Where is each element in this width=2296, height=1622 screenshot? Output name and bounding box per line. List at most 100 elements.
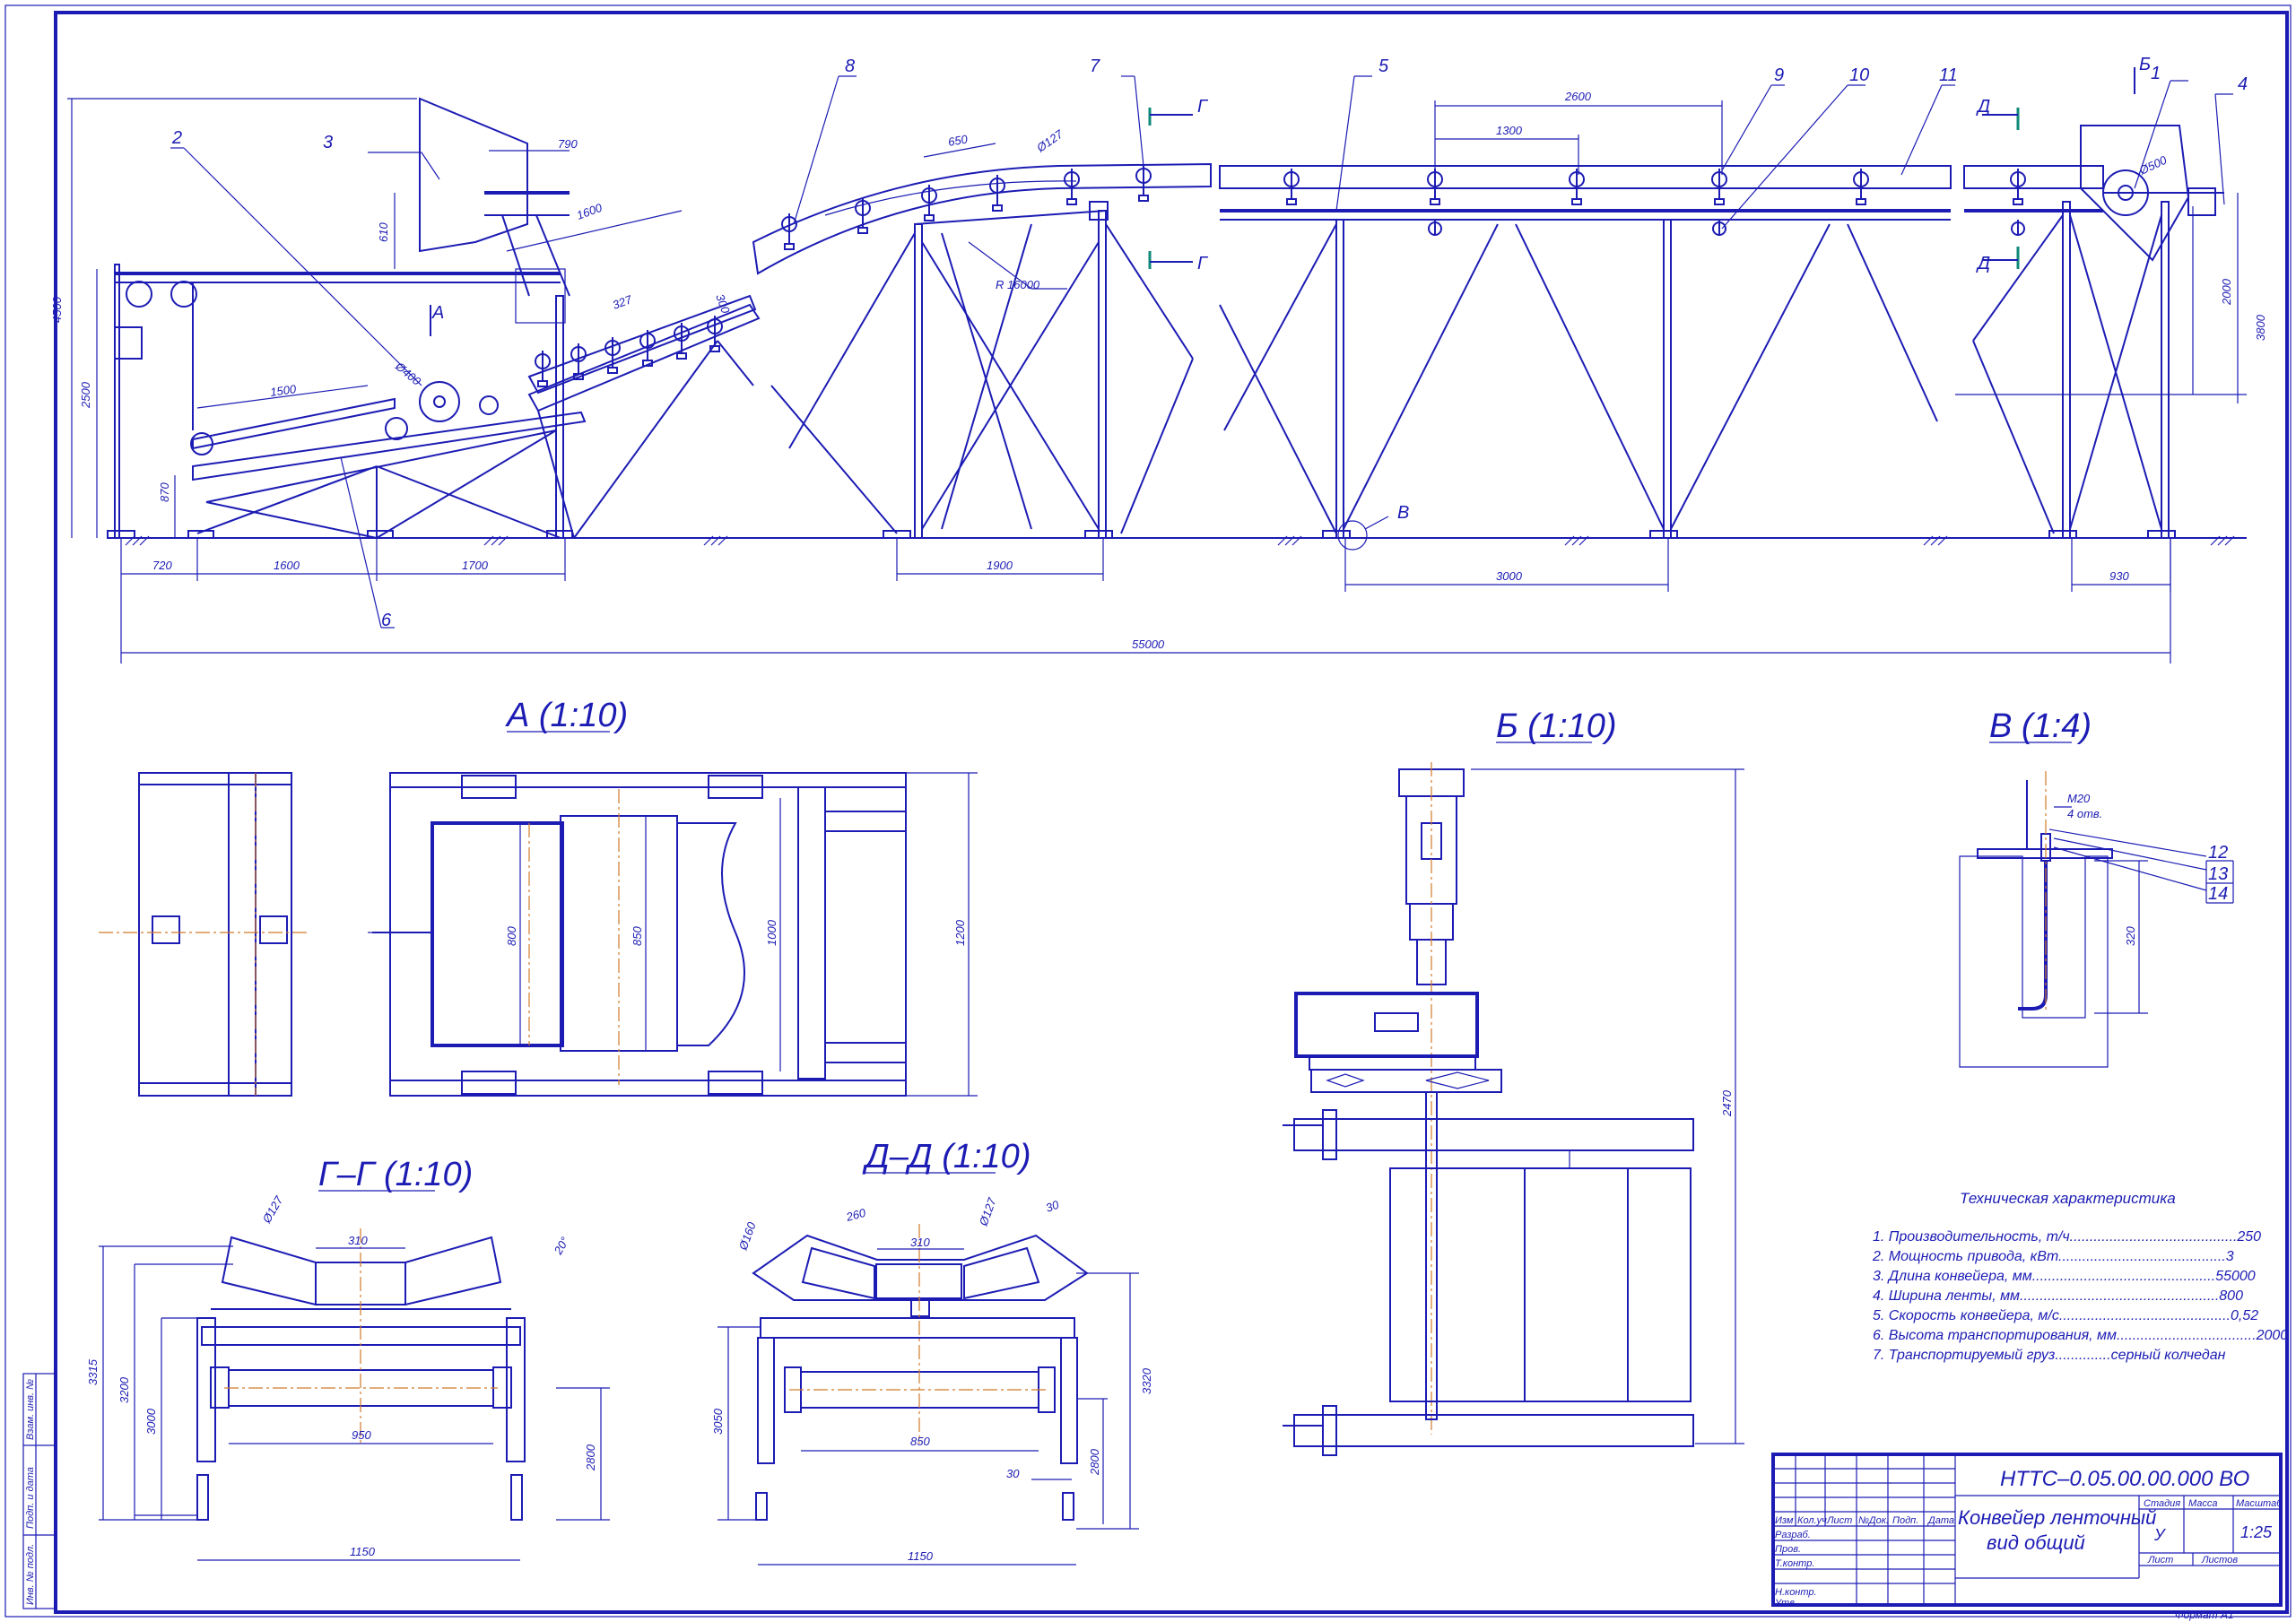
view-g: Г–Г (1:10) 3315 3200 3000 950 2800 1150 … (86, 1156, 610, 1561)
mark-g-top: Г (1197, 97, 1209, 117)
dim-g-1150: 1150 (350, 1545, 376, 1558)
dim-g-20: 20° (551, 1235, 571, 1257)
side-stamp-1: Подп. и дата (25, 1467, 36, 1529)
tb-sheets-label: Листов (2201, 1555, 2238, 1566)
dim-d-2800: 2800 (1088, 1448, 1101, 1476)
mark-d-bottom: Д (1976, 254, 1990, 273)
dim-1700: 1700 (462, 559, 489, 572)
dim-d-1150: 1150 (908, 1549, 934, 1563)
tb-role-2: Т.контр. (1775, 1558, 1814, 1569)
section-markers (1148, 108, 2020, 269)
main-view: Г Г Д Д Б А В 1 2 3 4 5 6 7 8 9 10 11 (50, 55, 2267, 664)
tb-name-1: Конвейер ленточный (1958, 1506, 2156, 1529)
view-g-title: Г–Г (1:10) (318, 1156, 473, 1193)
spec-item-2: 2. Мощность привода, кВт................… (1872, 1249, 2234, 1264)
callout-12: 12 (2208, 843, 2228, 863)
callout-14: 14 (2208, 884, 2228, 904)
mark-a: А (431, 303, 444, 323)
mark-b: Б (2139, 55, 2151, 74)
tb-mass-label: Масса (2188, 1498, 2218, 1509)
callout-6: 6 (381, 611, 392, 630)
view-b: Б (1:10) 2470 (1283, 707, 1744, 1456)
tb-scale: 1:25 (2240, 1523, 2273, 1541)
view-a: А (1:10) 800 850 1000 1200 (99, 697, 978, 1097)
tb-role-0: Разраб. (1775, 1530, 1811, 1540)
callout-10: 10 (1849, 65, 1869, 85)
dim-a-1000: 1000 (765, 919, 778, 946)
dim-2000: 2000 (2220, 278, 2233, 306)
spec-item-4: 4. Ширина ленты, мм.....................… (1873, 1288, 2243, 1304)
callout-9: 9 (1774, 65, 1784, 85)
view-v: В (1:4) М20 4 отв. 320 12 13 14 (1959, 707, 2234, 1068)
straight-section (1219, 165, 1952, 539)
dim-d-3050: 3050 (711, 1408, 725, 1435)
drawing-frame (54, 11, 2289, 1614)
loading-section (107, 97, 761, 539)
dim-930: 930 (2109, 569, 2129, 583)
dim-2600: 2600 (1564, 90, 1592, 103)
callout-5: 5 (1378, 56, 1389, 76)
view-d: Д–Д (1:10) 3050 3320 2800 850 1150 30 31… (711, 1138, 1153, 1566)
dim-a-1200: 1200 (953, 919, 967, 946)
dim-b-2470: 2470 (1720, 1089, 1734, 1117)
dim-1500: 1500 (269, 382, 297, 399)
dim-g-310: 310 (348, 1234, 368, 1247)
dim-r16000: R 16000 (996, 278, 1040, 291)
dim-d-30a: 30 (1044, 1198, 1061, 1215)
dim-1900: 1900 (987, 559, 1013, 572)
specs-title: Техническая характеристика (1960, 1190, 2176, 1207)
dim-g-2800: 2800 (584, 1444, 597, 1471)
dim-4500: 4500 (50, 296, 64, 323)
callout-11: 11 (1939, 65, 1958, 85)
side-stamp: Инв. № подл. Подп. и дата Взам. инв. № (22, 1373, 57, 1609)
v-m20: М20 (2067, 792, 2091, 805)
spec-item-5: 5. Скорость конвейера, м/с..............… (1873, 1308, 2258, 1323)
dim-d-30b: 30 (1006, 1467, 1020, 1480)
view-b-title: Б (1:10) (1496, 707, 1617, 745)
tb-stage-label: Стадия (2144, 1498, 2180, 1509)
tb-scale-label: Масштаб (2236, 1498, 2283, 1509)
dim-790: 790 (558, 137, 578, 151)
side-stamp-2: Взам. инв. № (25, 1379, 36, 1440)
tb-sheet-label: Лист (2147, 1555, 2173, 1566)
dim-1600-top: 1600 (575, 201, 604, 222)
callout-1: 1 (2151, 64, 2161, 83)
tb-col-2: Лист (1826, 1515, 1852, 1526)
dim-a-800: 800 (505, 926, 518, 946)
mark-d-top: Д (1976, 97, 1990, 117)
dim-720: 720 (152, 559, 172, 572)
tb-col-5: Дата (1926, 1515, 1954, 1526)
tb-col-1: Кол.уч (1797, 1515, 1827, 1526)
mark-g-bottom: Г (1197, 254, 1209, 273)
outer-frame (4, 4, 2292, 1618)
dim-d-127: Ø127 (976, 1195, 999, 1228)
v-320: 320 (2124, 926, 2137, 946)
dim-327: 327 (611, 292, 634, 312)
dim-d-160: Ø160 (735, 1219, 759, 1253)
tb-role-4: Утв. (1774, 1598, 1797, 1609)
tb-designation: НТТС–0.05.00.00.000 ВО (2000, 1467, 2249, 1491)
title-block: НТТС–0.05.00.00.000 ВО Конвейер ленточны… (1771, 1453, 2283, 1621)
callout-2: 2 (171, 128, 182, 148)
dim-400: Ø400 (392, 359, 423, 388)
view-d-title: Д–Д (1:10) (862, 1138, 1031, 1175)
dim-3000: 3000 (1496, 569, 1523, 583)
tb-format: Формат А1 (2175, 1609, 2234, 1621)
drive-section (1963, 125, 2224, 539)
tb-role-3: Н.контр. (1775, 1587, 1817, 1598)
dim-2500: 2500 (79, 381, 92, 409)
spec-item-3: 3. Длина конвейера, мм..................… (1873, 1269, 2256, 1284)
dim-d-850: 850 (910, 1435, 930, 1448)
dim-1300: 1300 (1496, 124, 1523, 137)
spec-item-7: 7. Транспортируемый груз..............се… (1873, 1348, 2226, 1363)
dim-870: 870 (158, 482, 171, 502)
tb-col-3: №Док. (1858, 1515, 1889, 1526)
callout-7: 7 (1090, 56, 1100, 76)
dim-d-260: 260 (844, 1206, 868, 1225)
view-a-title: А (1:10) (505, 697, 628, 734)
dim-d-3320: 3320 (1140, 1367, 1153, 1394)
spec-item-6: 6. Высота транспортирования, мм.........… (1873, 1328, 2288, 1343)
callout-3: 3 (323, 133, 333, 152)
dim-300: 300 (713, 292, 733, 316)
